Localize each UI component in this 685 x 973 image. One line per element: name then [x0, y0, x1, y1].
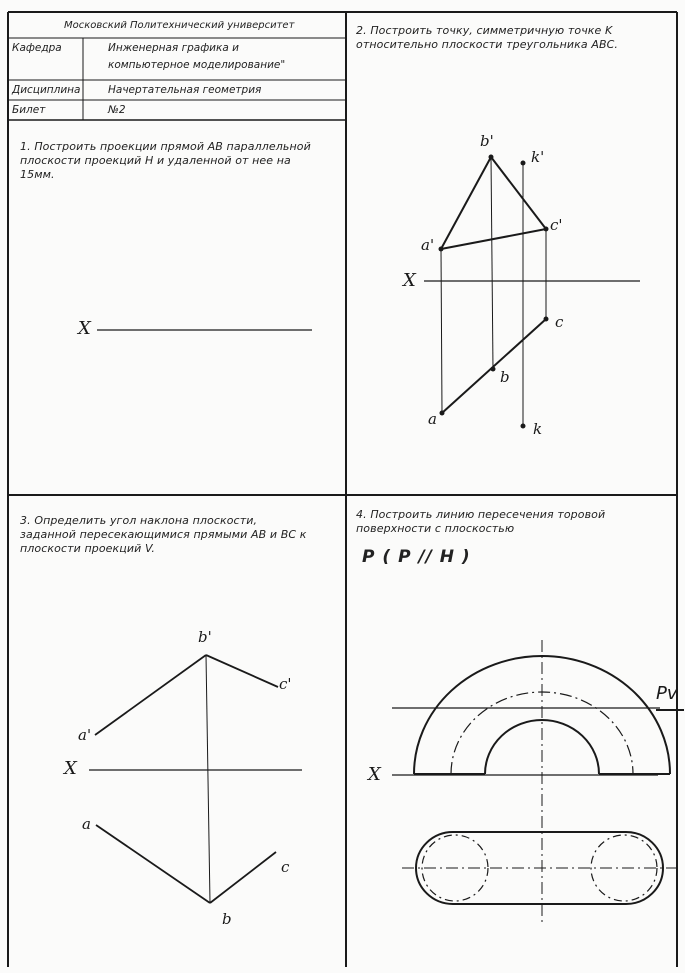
task2-front-bc: [490, 156, 547, 230]
point-a-prime: [438, 246, 444, 252]
torus-top-view-right-circle: [590, 834, 658, 902]
point-b: [490, 366, 496, 372]
task3-label-b-prime: b': [198, 628, 212, 646]
point-a: [439, 410, 445, 416]
task3-link-b: [205, 654, 211, 904]
task-3-body: Определить угол наклона плоскости, задан…: [20, 514, 307, 556]
sheet-frame: [7, 11, 678, 967]
label-k-prime: k': [531, 148, 545, 166]
task3-label-c-prime: c': [279, 675, 292, 693]
header-value-department-2: компьютерное моделирование": [108, 59, 286, 71]
point-c-prime: [543, 226, 549, 232]
task-3-text: 3. Определить угол наклона плоскости, за…: [20, 514, 310, 556]
point-c: [543, 316, 549, 322]
task3-front-ab: [94, 654, 207, 736]
label-c: c: [555, 313, 564, 331]
point-k: [520, 423, 526, 429]
task3-construction: [89, 654, 302, 904]
task-1-number: 1.: [20, 140, 31, 153]
label-a-prime: a': [421, 236, 435, 254]
task-4-number: 4.: [356, 508, 367, 521]
header-key-department: Кафедра: [12, 42, 62, 54]
task2-front-ab: [440, 156, 492, 250]
task-1-body: Построить проекции прямой AB параллельно…: [20, 140, 311, 182]
task-2-body: Построить точку, симметричную точке K от…: [356, 24, 619, 52]
task-2-number: 2.: [356, 24, 367, 37]
task4-x-label: X: [368, 764, 381, 785]
task3-label-a: a: [82, 815, 91, 833]
label-pv: Pv: [656, 683, 678, 704]
task2-points: [438, 154, 549, 429]
task4-construction: [392, 640, 684, 925]
task2-construction: [424, 156, 640, 426]
task-1-text: 1. Построить проекции прямой AB параллел…: [20, 140, 312, 182]
label-c-prime: c': [550, 216, 563, 234]
torus-top-view-left-circle: [421, 834, 489, 902]
task3-label-b: b: [222, 910, 232, 928]
task-3-number: 3.: [20, 514, 31, 527]
label-b: b: [500, 368, 510, 386]
task2-front-ac: [440, 228, 547, 250]
point-k-prime: [520, 160, 526, 166]
label-b-prime: b': [480, 132, 494, 150]
task2-link-a: [440, 248, 443, 414]
torus-top-view-outline: [415, 831, 664, 905]
task2-x-label: X: [403, 270, 416, 291]
task3-front-bc: [205, 654, 279, 688]
header-value-department-1: Инженерная графика и: [108, 42, 239, 54]
task1-x-label: X: [78, 318, 91, 339]
task3-label-c: c: [281, 858, 290, 876]
task3-x-label: X: [64, 758, 77, 779]
task3-top-bc: [209, 851, 277, 904]
task-4-formula: P ( P // H ): [362, 547, 471, 567]
task2-top-abc: [441, 318, 547, 414]
task-2-text: 2. Построить точку, симметричную точке K…: [356, 24, 648, 52]
task2-link-b: [490, 156, 494, 370]
university-name: Московский Политехнический университет: [64, 20, 295, 31]
point-b-prime: [488, 154, 494, 160]
task3-top-ab: [95, 824, 211, 904]
task-4-body: Построить линию пересечения торовой пове…: [356, 508, 606, 536]
header-key-ticket: Билет: [12, 104, 46, 116]
header-value-discipline: Начертательная геометрия: [108, 84, 262, 96]
torus-inner-arc: [484, 719, 600, 775]
header-key-discipline: Дисциплина: [12, 84, 81, 96]
header-value-ticket: №2: [108, 104, 126, 116]
label-k: k: [533, 420, 543, 438]
task3-label-a-prime: a': [78, 726, 92, 744]
label-a: a: [428, 410, 437, 428]
task-4-text: 4. Построить линию пересечения торовой п…: [356, 508, 646, 536]
